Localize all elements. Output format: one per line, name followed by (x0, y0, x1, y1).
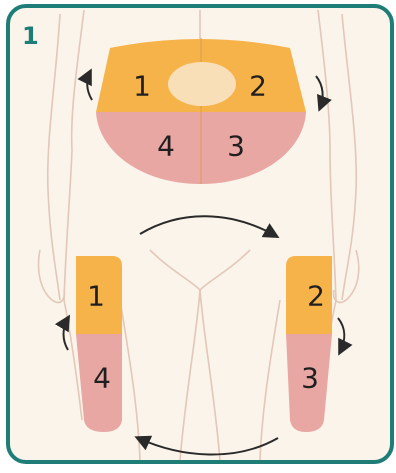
abdomen-label-3: 3 (227, 130, 245, 163)
panel-number: 1 (22, 22, 39, 50)
right-thigh-label-3: 3 (301, 362, 319, 395)
left-thigh-label-4: 4 (93, 362, 111, 395)
abdomen-zones (96, 38, 306, 184)
right-thigh-label-2: 2 (307, 280, 325, 313)
abdomen-label-4: 4 (157, 130, 175, 163)
navel-exclusion-area (168, 62, 236, 106)
abdomen-label-1: 1 (133, 70, 151, 103)
abdomen-label-2: 2 (249, 70, 267, 103)
left-thigh-label-1: 1 (87, 280, 105, 313)
